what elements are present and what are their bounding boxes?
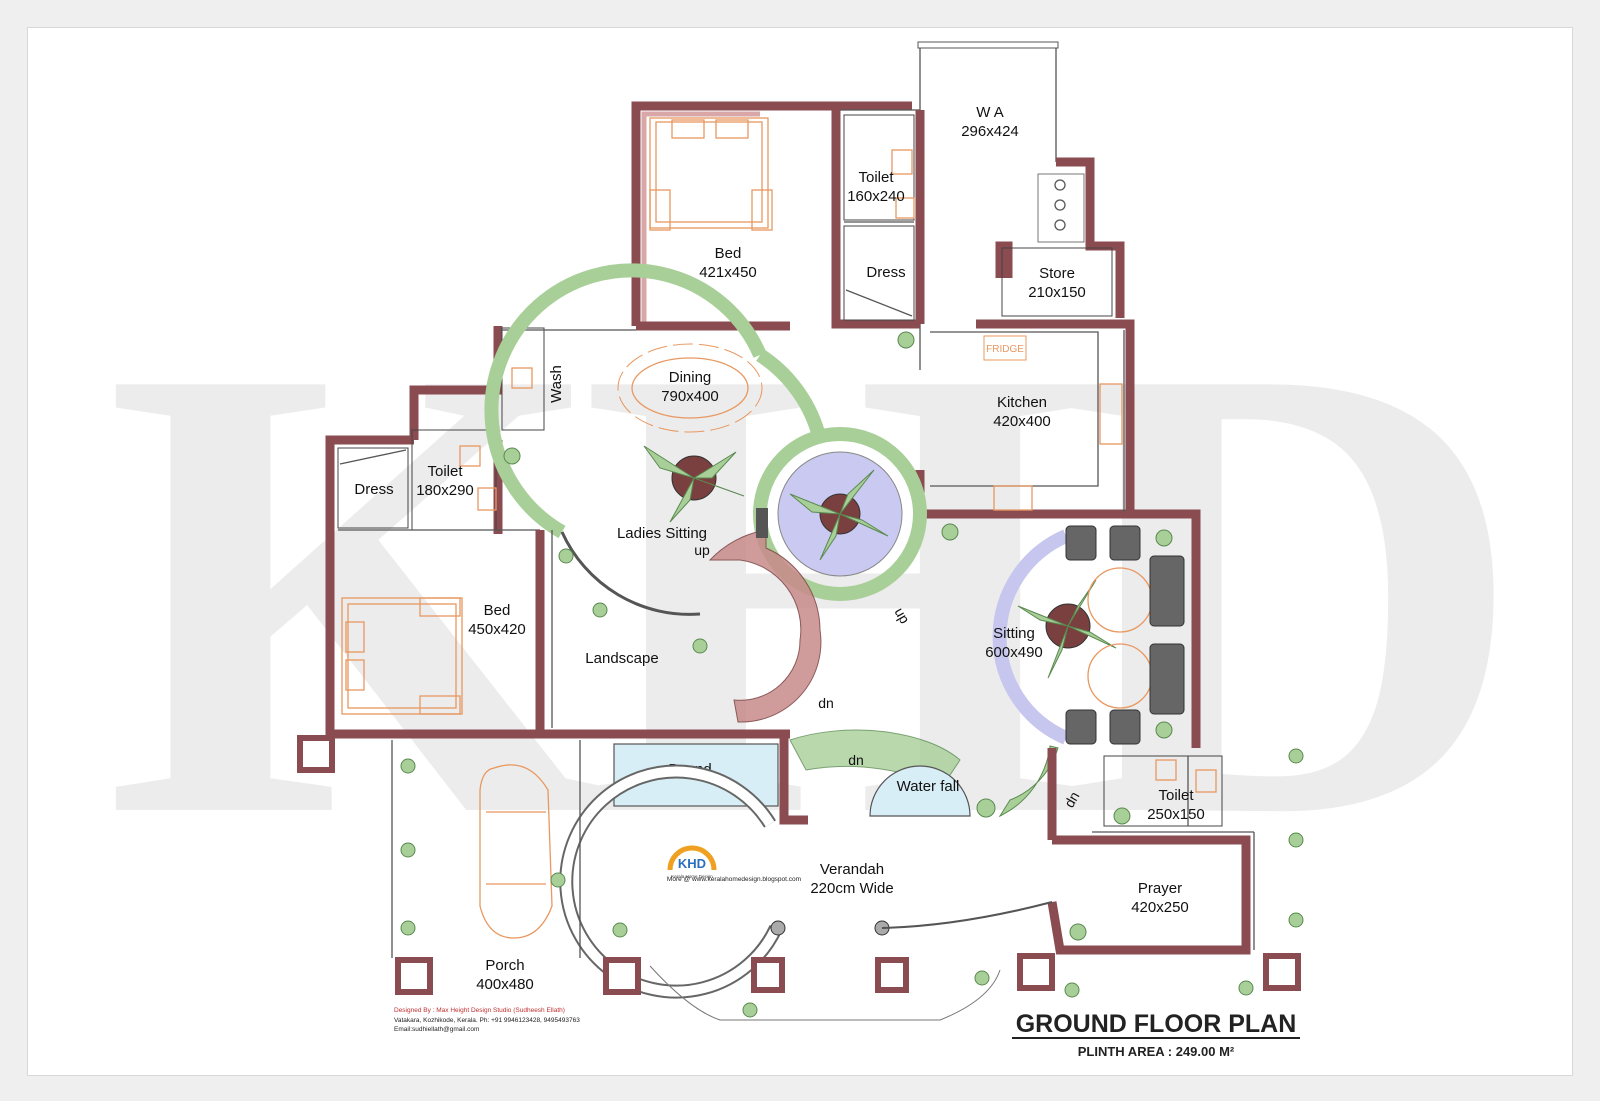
sitting-size: 600x490 bbox=[985, 644, 1043, 661]
verandah-size: 220cm Wide bbox=[810, 880, 893, 897]
store-label: Store bbox=[1039, 265, 1075, 282]
wa-fixtures bbox=[1037, 173, 1085, 243]
khd-logo: KHD Kerala Home Design More @ www.kerala… bbox=[667, 845, 801, 883]
shrub-icon bbox=[400, 331, 1304, 1018]
kitchen-size: 420x400 bbox=[993, 413, 1051, 430]
toilet-left-size: 180x290 bbox=[416, 482, 474, 499]
room-water-fall: Water fall bbox=[869, 765, 971, 817]
credits-line1: Designed By : Max Height Design Studio (… bbox=[394, 1007, 565, 1014]
room-bed-left: Bed 450x420 bbox=[338, 529, 545, 734]
kitchen-label: Kitchen bbox=[997, 394, 1047, 411]
room-porch: Porch 400x480 bbox=[391, 740, 581, 993]
ladies-sitting-label: Ladies Sitting bbox=[617, 525, 707, 542]
room-landscape: Landscape bbox=[551, 530, 659, 728]
palm-icon bbox=[643, 445, 745, 523]
porch-label: Porch bbox=[485, 957, 524, 974]
dress-left-label: Dress bbox=[354, 481, 393, 498]
room-store: Store 210x150 bbox=[995, 241, 1113, 317]
palm-icon bbox=[1017, 579, 1117, 679]
bed-left-label: Bed bbox=[484, 602, 511, 619]
room-verandah: Verandah 220cm Wide bbox=[559, 764, 1053, 999]
pillars bbox=[297, 735, 1301, 995]
store-size: 210x150 bbox=[1028, 284, 1086, 301]
title-block: GROUND FLOOR PLAN PLINTH AREA : 249.00 M… bbox=[1012, 1010, 1300, 1059]
toilet-right-label: Toilet bbox=[1158, 787, 1194, 804]
bed-left-size: 450x420 bbox=[468, 621, 526, 638]
stair-dn-label: dn bbox=[848, 752, 864, 768]
credits-line3: Email:sudhiellath@gmail.com bbox=[394, 1026, 479, 1033]
stair-up-label: up bbox=[892, 605, 914, 627]
sitting-label: Sitting bbox=[993, 625, 1035, 642]
wash-label: Wash bbox=[548, 365, 565, 403]
porch-size: 400x480 bbox=[476, 976, 534, 993]
toilet-top-label: Toilet bbox=[858, 169, 894, 186]
bed-top-label: Bed bbox=[715, 245, 742, 262]
prayer-label: Prayer bbox=[1138, 880, 1182, 897]
logo-text: KHD bbox=[678, 856, 706, 871]
dining-label: Dining bbox=[669, 369, 712, 386]
wa-label: W A bbox=[976, 104, 1004, 121]
stair-up-label: up bbox=[694, 542, 710, 558]
room-dining: Dining 790x400 Ladies Sitting bbox=[484, 263, 827, 542]
plan-title: GROUND FLOOR PLAN bbox=[1016, 1010, 1297, 1038]
palm-icon bbox=[789, 469, 889, 561]
logo-sub: Kerala Home Design bbox=[671, 874, 713, 879]
dining-size: 790x400 bbox=[661, 388, 719, 405]
room-toilet-top: Toilet 160x240 Dress bbox=[831, 106, 925, 324]
room-toilet-right: Toilet 250x150 bbox=[1047, 748, 1223, 840]
landscape-label: Landscape bbox=[585, 650, 658, 667]
room-toilet-left: Toilet 180x290 Dress bbox=[325, 429, 503, 739]
staircase: up dn bbox=[560, 508, 834, 723]
room-sitting: Sitting 600x490 up bbox=[892, 509, 1201, 748]
toilet-right-size: 250x150 bbox=[1147, 806, 1205, 823]
verandah-label: Verandah bbox=[820, 861, 884, 878]
toilet-left-label: Toilet bbox=[427, 463, 463, 480]
water-fall-label: Water fall bbox=[897, 778, 960, 795]
room-prayer: Prayer 420x250 bbox=[1047, 831, 1255, 955]
stair-dn-label: dn bbox=[1061, 789, 1083, 810]
dress-top-label: Dress bbox=[866, 264, 905, 281]
credits-line2: Vatakara, Kozhikode, Kerala. Ph: +91 994… bbox=[394, 1017, 580, 1024]
wa-size: 296x424 bbox=[961, 123, 1019, 140]
fridge-label: FRIDGE bbox=[986, 344, 1024, 355]
toilet-top-size: 160x240 bbox=[847, 188, 905, 205]
bed-top-size: 421x450 bbox=[699, 264, 757, 281]
stair-dn-label: dn bbox=[818, 695, 834, 711]
logo-more: More @ www.keralahomedesign.blogspot.com bbox=[667, 876, 801, 883]
prayer-size: 420x250 bbox=[1131, 899, 1189, 916]
plinth-area: PLINTH AREA : 249.00 M² bbox=[1078, 1044, 1235, 1059]
